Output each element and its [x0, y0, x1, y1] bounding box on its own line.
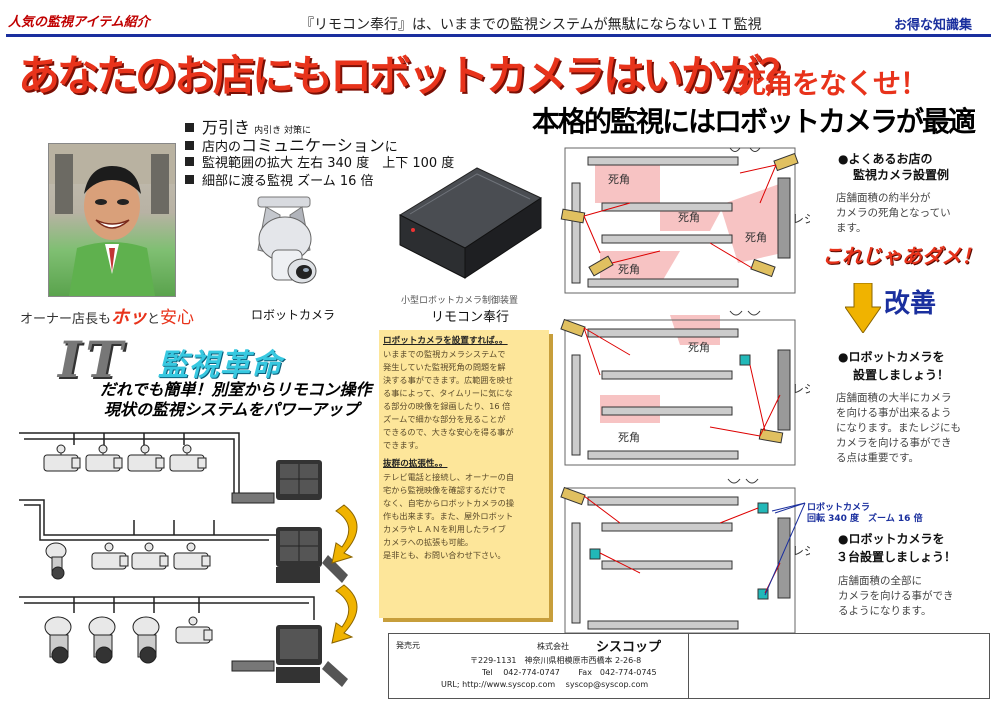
not-good-callout: これじゃあダメ！ [822, 244, 982, 268]
example-heading: ●よくあるお店の [838, 152, 933, 166]
cctv-camera-row-2 [45, 542, 211, 580]
dead-zone-label-5: 死角 [688, 341, 710, 354]
three-robots-body: 店舗面積の全部にカメラを向ける事ができるようになります。 [838, 575, 954, 617]
seller-phone-fax: Tel 042-774-0747 Fax 042-774-0745 [482, 668, 657, 677]
seller-label: 発売元 [396, 641, 420, 650]
robot-camera-icon [257, 196, 317, 284]
memo-paragraph-install: いままでの監視カメラシステムで発生していた監視死角の問題を解決する事ができます。… [383, 349, 514, 450]
controller-unit-2 [276, 567, 320, 583]
header-tagline: 『リモコン奉行』は、いままでの監視システムが無駄にならないＩＴ監視 [300, 17, 762, 33]
register-label-2: レジ [792, 382, 810, 396]
robot-camera-callout: ロボットカメラ [807, 503, 871, 513]
upgrade-arrow-icon [331, 504, 358, 564]
recorder-3 [231, 660, 275, 672]
dead-zone-label-2: 死角 [678, 211, 700, 224]
feature-item: 細部に渡る監視 ズーム 16 倍 [185, 170, 374, 189]
robot-camera-spec: 回転 340 度 ズーム 16 倍 [807, 514, 923, 524]
sub-title: 死角をなくせ！ [738, 67, 928, 100]
three-robots-heading: ●ロボットカメラを [838, 532, 945, 546]
one-robot-body: 店舗面積の大半にカメラを向ける事が出来るようになります。またレジにもカメラを向け… [836, 392, 961, 464]
remote-control-icon [322, 555, 348, 583]
cctv-camera-row-1 [43, 444, 207, 472]
owner-portrait-icon [49, 144, 175, 296]
one-robot-heading: ●ロボットカメラを [838, 350, 945, 364]
feature-item: 監視範囲の拡大 左右 340 度 上下 100 度 [185, 152, 454, 171]
benefits-memo: ロボットカメラを設置すれば。。 いままでの監視カメラシステムで発生していた監視死… [379, 330, 549, 618]
seller-url-email: URL; http://www.syscop.com syscop@syscop… [441, 680, 649, 689]
example-heading-2: 監視カメラ設置例 [853, 168, 950, 182]
improvement-label: 改善 [884, 289, 937, 319]
robot-camera-label: ロボットカメラ [251, 308, 336, 322]
bullet-square-icon [185, 141, 194, 150]
surveillance-revolution-title: 監視革命 [158, 348, 282, 383]
memo-paragraph-expansion: テレビ電話と接続し、オーナーの自宅から監視映像を確認するだけでなく、自宅からロボ… [383, 472, 515, 560]
feature-item: 万引き 内引き 対策に [185, 114, 311, 138]
floorplan-one-robot [560, 310, 796, 466]
it-tagline-2: 現状の監視システムをパワーアップ [104, 400, 359, 419]
owner-caption: オーナー店長もホッと安心 [20, 307, 195, 328]
dead-zone-label-1: 死角 [608, 173, 630, 186]
system-wiring-diagram [19, 432, 358, 687]
register-label-3: レジ [792, 544, 810, 558]
bullet-square-icon [185, 123, 194, 132]
monitor-1 [276, 460, 322, 500]
header-category: 人気の監視アイテム紹介 [8, 15, 150, 30]
memo-heading-install: ロボットカメラを設置すれば。。 [383, 336, 508, 346]
it-tagline-1: だれでも簡単！別室からリモコン操作 [100, 380, 372, 399]
seller-company-type: 株式会社 [537, 642, 569, 651]
monitor-2 [276, 527, 322, 567]
floorplan-common [560, 147, 799, 294]
monitor-3 [276, 625, 322, 665]
example-body: 店舗面積の約半分がカメラの死角となっています。 [836, 192, 951, 234]
seller-info-box [388, 633, 990, 699]
dead-zone-label-6: 死角 [618, 431, 640, 444]
remote-controller-box-icon [398, 167, 543, 279]
dead-zone-label-3: 死角 [745, 231, 767, 244]
one-robot-heading-2: 設置しましょう！ [853, 368, 950, 382]
three-robots-heading-2: ３台設置しましょう！ [836, 550, 957, 564]
section-title-robot-optimal: 本格的監視にはロボットカメラが最適 [532, 105, 976, 138]
remote-control-icon [322, 661, 348, 687]
register-label-1: レジ [792, 212, 810, 226]
main-title: あなたのお店にもロボットカメラはいかが？ [18, 51, 801, 100]
dead-zone-label-4: 死角 [618, 263, 640, 276]
controller-name: リモコン奉行 [431, 310, 510, 325]
store-floorplans: 死角 死角 死角 死角 レジ 死角 死角 レジ レジ [560, 147, 810, 633]
owner-photo [48, 143, 176, 297]
memo-heading-expansion: 抜群の拡張性。。 [383, 459, 448, 469]
seller-divider [688, 633, 689, 699]
seller-address: 〒229-1131 神奈川県相模原市西橋本 2-26-8 [470, 656, 642, 665]
controller-description: 小型ロボットカメラ制御装置 [401, 296, 519, 306]
bullet-square-icon [185, 175, 194, 184]
feature-item: 店内のコミュニケーションに [185, 132, 398, 156]
header-knowledge-label: お得な知識集 [894, 18, 973, 33]
floorplan-three-robots [560, 478, 796, 633]
cctv-camera-row-3 [44, 616, 213, 664]
bullet-square-icon [185, 157, 194, 166]
it-logo: IT [58, 330, 127, 389]
seller-company-name: シスコップ [596, 640, 662, 655]
controller-unit-3 [276, 667, 320, 683]
upgrade-arrow-icon [331, 584, 358, 644]
recorder-1 [231, 492, 275, 504]
header-divider [6, 34, 991, 37]
robot-camera-pointer [764, 502, 806, 596]
improve-arrow-icon [845, 283, 881, 333]
